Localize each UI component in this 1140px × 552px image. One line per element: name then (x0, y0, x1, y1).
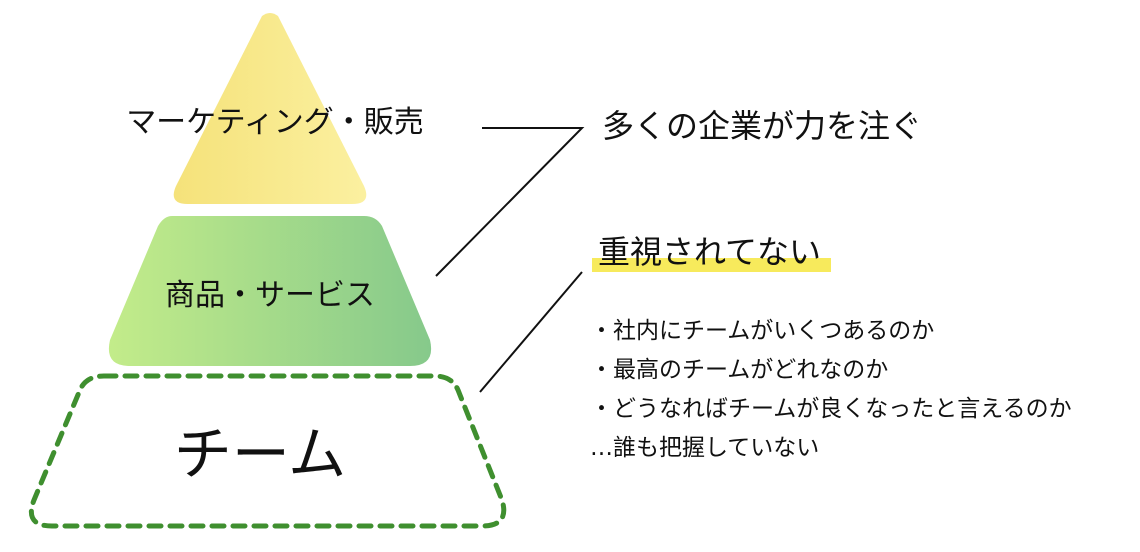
side-callout-heading: 重視されてない (592, 233, 832, 272)
issue-list: ・社内にチームがいくつあるのか ・最高のチームがどれなのか ・どうなればチームが… (590, 311, 1072, 467)
list-item: ・社内にチームがいくつあるのか (590, 318, 935, 344)
pyramid-bottom-layer (28, 373, 507, 529)
heading-highlight (592, 258, 832, 272)
top-callout-heading: 多くの企業が力を注ぐ (602, 107, 923, 145)
connector-line-top (435, 127, 585, 277)
pyramid-top-label: マーケティング・販売 (126, 105, 424, 140)
pyramid-middle-label: 商品・サービス (165, 278, 375, 313)
list-item: ・最高のチームがどれなのか (590, 357, 889, 383)
pyramid-bottom-label: チーム (173, 420, 347, 488)
pyramid-top-layer (173, 13, 367, 204)
connector-line-bottom (479, 271, 583, 393)
list-item: ・どうなればチームが良くなったと言えるのか (590, 396, 1072, 422)
pyramid-middle-layer (108, 216, 432, 366)
list-item: …誰も把握していない (590, 435, 820, 461)
side-callout-heading-text: 重視されてない (598, 233, 822, 271)
